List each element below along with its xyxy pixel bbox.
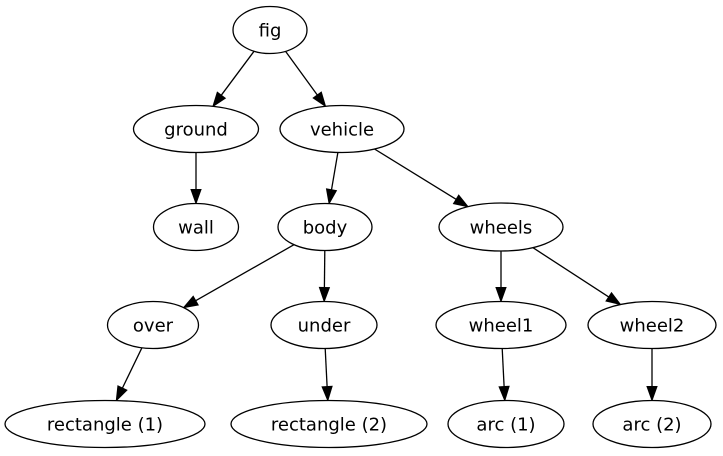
edge-fig-vehicle xyxy=(284,50,318,96)
node-label-over: over xyxy=(133,316,174,337)
node-fig: fig xyxy=(232,5,308,55)
node-label-wheels: wheels xyxy=(470,218,533,239)
node-label-rect2: rectangle (2) xyxy=(271,415,387,436)
node-label-body: body xyxy=(303,218,348,239)
node-ellipse-fig xyxy=(232,5,308,55)
edge-vehicle-body xyxy=(330,152,339,190)
node-label-arc1: arc (1) xyxy=(476,415,535,436)
arrowhead-icon-wheel2-arc2 xyxy=(646,386,658,402)
node-ellipse-vehicle xyxy=(279,104,405,154)
node-ellipse-wheel2 xyxy=(587,300,717,350)
edge-vehicle-wheels xyxy=(374,148,457,200)
node-label-arc2: arc (2) xyxy=(622,415,681,436)
edge-wheels-wheel2 xyxy=(532,247,610,298)
arrowhead-icon-wheels-wheel1 xyxy=(495,287,507,303)
arrowhead-icon-body-under xyxy=(318,286,331,303)
node-wheels: wheels xyxy=(438,202,564,252)
node-label-vehicle: vehicle xyxy=(310,120,374,141)
node-rect2: rectangle (2) xyxy=(230,399,428,449)
node-label-under: under xyxy=(298,316,351,337)
node-over: over xyxy=(106,300,200,350)
arrowhead-icon-under-rect2 xyxy=(321,385,333,402)
node-label-ground: ground xyxy=(164,120,228,141)
node-label-fig: fig xyxy=(259,21,282,42)
node-ellipse-rect1 xyxy=(4,399,206,449)
node-under: under xyxy=(270,300,378,350)
node-body: body xyxy=(277,202,373,252)
arrowhead-icon-fig-ground xyxy=(212,91,227,108)
node-ellipse-ground xyxy=(132,104,260,154)
arrowhead-icon-body-over xyxy=(182,295,199,309)
edge-under-rect2 xyxy=(324,348,328,387)
node-ground: ground xyxy=(132,104,260,154)
edge-wheel1-arc1 xyxy=(501,348,505,387)
arrowhead-icon-vehicle-body xyxy=(325,188,338,206)
node-ellipse-arc2 xyxy=(592,399,712,449)
node-rect1: rectangle (1) xyxy=(4,399,206,449)
node-label-wall: wall xyxy=(178,218,214,239)
node-ellipse-under xyxy=(270,300,378,350)
node-label-wheel2: wheel2 xyxy=(620,316,685,337)
arrowhead-icon-wheel1-arc1 xyxy=(498,385,510,402)
node-vehicle: vehicle xyxy=(279,104,405,154)
node-label-rect1: rectangle (1) xyxy=(47,415,163,436)
arrowhead-icon-ground-wall xyxy=(190,189,202,205)
edge-body-over xyxy=(195,244,295,302)
node-arc1: arc (1) xyxy=(447,399,565,449)
node-wheel2: wheel2 xyxy=(587,300,717,350)
node-label-wheel1: wheel1 xyxy=(469,316,534,337)
arrowhead-icon-fig-vehicle xyxy=(312,91,327,108)
edge-over-rect1 xyxy=(121,347,143,389)
node-wall: wall xyxy=(152,202,240,252)
node-ellipse-body xyxy=(277,202,373,252)
arrowhead-icon-wheels-wheel2 xyxy=(605,291,622,306)
node-ellipse-arc1 xyxy=(447,399,565,449)
node-wheel1: wheel1 xyxy=(435,300,567,350)
arrowhead-icon-vehicle-wheels xyxy=(452,194,470,208)
node-arc2: arc (2) xyxy=(592,399,712,449)
node-ellipse-wall xyxy=(152,202,240,252)
node-ellipse-wheels xyxy=(438,202,564,252)
node-ellipse-over xyxy=(106,300,200,350)
edge-fig-ground xyxy=(220,50,255,96)
node-ellipse-wheel1 xyxy=(435,300,567,350)
arrowhead-icon-over-rect1 xyxy=(115,385,128,403)
node-ellipse-rect2 xyxy=(230,399,428,449)
